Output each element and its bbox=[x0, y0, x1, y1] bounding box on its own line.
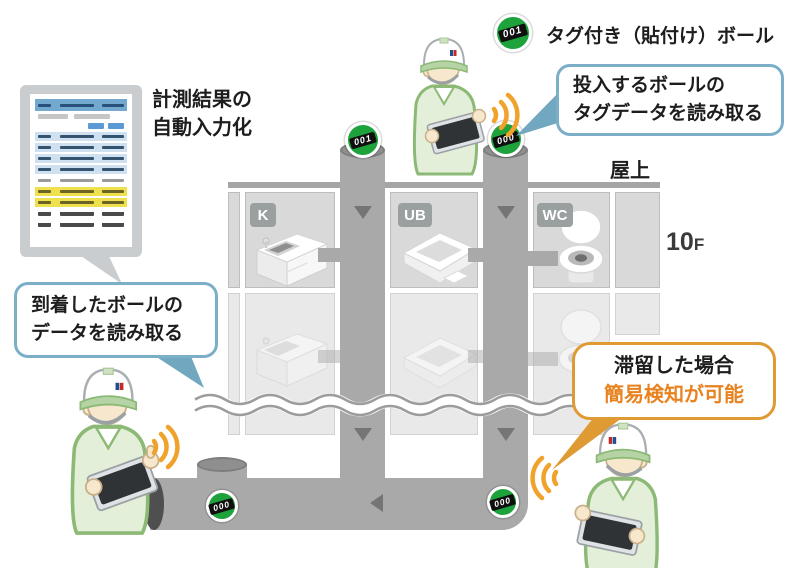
room-cell bbox=[228, 192, 240, 288]
kitchen-sink-illustration-faded bbox=[255, 333, 329, 387]
wireless-signal-icon bbox=[491, 92, 520, 138]
callout-line: タグデータを読み取る bbox=[573, 103, 764, 124]
haseko-logo bbox=[450, 50, 453, 56]
callout-line: 滞留した場合 bbox=[614, 355, 734, 377]
bubble-tail-top bbox=[516, 90, 561, 136]
bubble-tail-left bbox=[152, 354, 204, 388]
floor-10f-label: 10F bbox=[666, 228, 704, 257]
doc-data-row bbox=[35, 132, 127, 141]
caption-line1: 計測結果の bbox=[152, 89, 252, 111]
rooftop-label: 屋上 bbox=[610, 160, 650, 182]
auto-entry-caption: 計測結果の 自動入力化 bbox=[152, 86, 252, 142]
callout-stagnation: 滞留した場合 簡易検知が可能 bbox=[572, 342, 776, 420]
doc-highlight-row bbox=[35, 187, 127, 196]
flow-arrow-down bbox=[354, 428, 372, 441]
ball-tag: 000 bbox=[208, 497, 236, 515]
doc-pointer-tail bbox=[78, 254, 122, 284]
legend-tagged-ball: 001 bbox=[494, 14, 532, 52]
haseko-logo bbox=[115, 382, 120, 391]
worker-right-figure bbox=[574, 422, 659, 568]
bathtub-illustration-faded bbox=[402, 337, 478, 389]
caption-line2: 自動入力化 bbox=[152, 117, 252, 139]
flow-arrow-left bbox=[370, 494, 383, 512]
floor-suffix: F bbox=[693, 235, 705, 254]
worker-left-figure bbox=[70, 367, 160, 535]
drain-stub bbox=[318, 248, 344, 262]
room-label-unit-bath: UB bbox=[398, 203, 432, 227]
bathtub-illustration bbox=[402, 232, 478, 284]
drain-stub-faded bbox=[524, 352, 558, 366]
wireless-signal-icon bbox=[151, 424, 180, 470]
vertical-pipe-left bbox=[340, 150, 385, 505]
report-sheet-illustration bbox=[20, 85, 142, 257]
doc-footer-row bbox=[35, 209, 127, 218]
legend-label: タグ付き（貼付け）ボール bbox=[546, 26, 775, 47]
tagged-ball-pipe-left: 001 bbox=[345, 122, 381, 158]
doc-data-row bbox=[35, 143, 127, 152]
ball-tag: 001 bbox=[348, 131, 378, 149]
haseko-logo bbox=[612, 437, 617, 444]
wireless-signal-icon bbox=[530, 455, 559, 501]
roof-line bbox=[228, 182, 660, 188]
tagged-ball-pipe-right: 000 bbox=[488, 121, 524, 157]
flow-arrow-down bbox=[354, 206, 372, 219]
tagged-ball-elbow: 000 bbox=[487, 486, 519, 518]
callout-read-arrived: 到着したボールの データを読み取る bbox=[14, 282, 218, 358]
doc-highlight-row bbox=[35, 198, 127, 207]
callout-line-highlight: 簡易検知が可能 bbox=[604, 384, 744, 406]
floor-number: 10 bbox=[666, 228, 694, 256]
room-cell bbox=[615, 192, 660, 288]
ball-tag: 000 bbox=[489, 493, 517, 511]
drain-stub-faded bbox=[318, 350, 344, 363]
flow-arrow-down bbox=[497, 206, 515, 219]
branch-stub-opening bbox=[197, 457, 247, 472]
doc-title-row bbox=[35, 113, 127, 120]
room-cell-lower bbox=[615, 293, 660, 335]
tagged-ball-branch: 000 bbox=[206, 490, 238, 522]
callout-line: データを読み取る bbox=[31, 323, 184, 344]
doc-data-row bbox=[35, 165, 127, 174]
drain-stub bbox=[524, 251, 558, 266]
doc-footer-row bbox=[35, 220, 127, 229]
doc-header-row bbox=[35, 99, 127, 111]
kitchen-sink-illustration bbox=[255, 233, 329, 287]
callout-line: 投入するボールの bbox=[573, 75, 726, 97]
callout-line: 到着したボールの bbox=[31, 295, 184, 317]
doc-data-row bbox=[35, 154, 127, 163]
doc-data-row bbox=[35, 176, 127, 185]
report-page bbox=[30, 94, 132, 247]
flow-arrow-down bbox=[497, 428, 515, 441]
worker-top-figure bbox=[412, 37, 487, 176]
ball-tag: 001 bbox=[498, 23, 528, 43]
callout-read-inserted: 投入するボールの タグデータを読み取る bbox=[556, 64, 784, 136]
doc-button-row bbox=[35, 122, 127, 130]
room-label-wc: WC bbox=[537, 203, 573, 227]
room-cell-lower bbox=[228, 293, 240, 435]
room-label-kitchen: K bbox=[250, 203, 276, 227]
